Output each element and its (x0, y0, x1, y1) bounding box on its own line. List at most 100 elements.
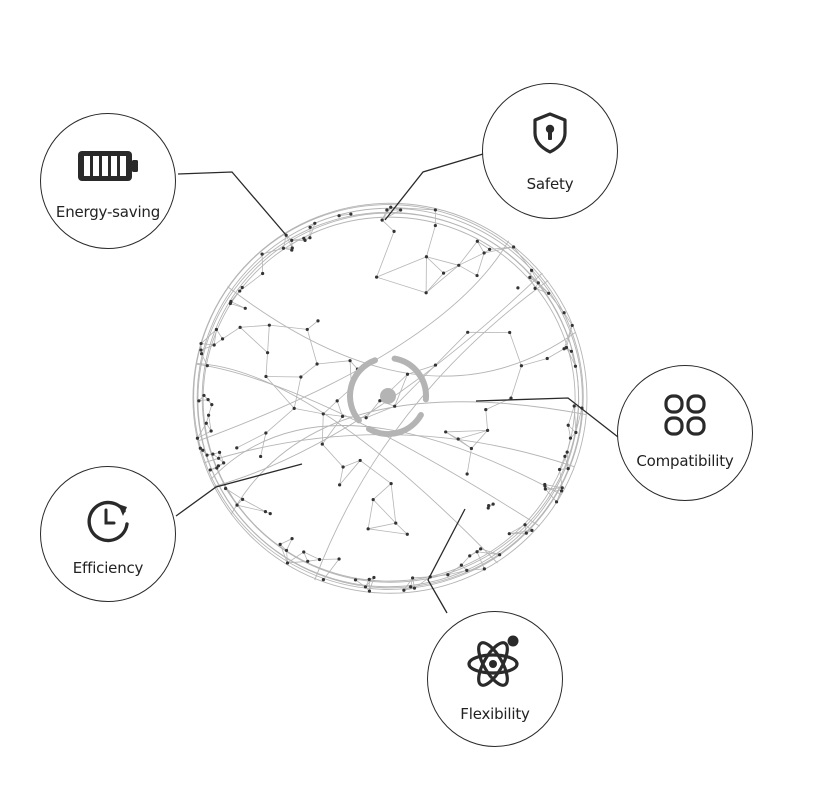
globe-arc (195, 363, 540, 527)
globe-edge (566, 347, 576, 367)
globe-edge (309, 223, 316, 238)
globe-node (292, 406, 296, 410)
globe-node (523, 523, 527, 527)
globe-ring (193, 204, 584, 590)
globe-node (235, 446, 239, 450)
globe-edge (339, 466, 344, 485)
globe-node (364, 416, 368, 420)
globe-node (243, 306, 247, 310)
globe-node (399, 208, 403, 212)
globe-node (317, 557, 322, 562)
globe-edge (430, 574, 448, 578)
globe-node (482, 567, 486, 571)
globe-edge (403, 577, 413, 591)
globe-node (487, 503, 491, 508)
globe-node (405, 532, 409, 536)
wireframe-globe (192, 202, 588, 594)
globe-edge (286, 550, 288, 563)
globe-edge (376, 256, 427, 278)
globe-node (573, 364, 578, 368)
globe-node (465, 472, 469, 476)
four-squares-icon (664, 394, 706, 436)
globe-edge (547, 348, 565, 359)
globe-node (238, 289, 242, 293)
globe-node (479, 547, 483, 551)
globe-node (536, 281, 540, 285)
globe-node (238, 325, 242, 329)
globe-edge (230, 301, 246, 309)
globe-edge (403, 587, 415, 591)
globe-edge (216, 329, 223, 340)
globe-node (290, 537, 294, 541)
globe-node (475, 550, 479, 554)
globe-node (424, 255, 429, 259)
globe-edge (323, 413, 343, 417)
globe-edge (261, 254, 264, 274)
globe-node (444, 430, 448, 434)
globe-edge (267, 325, 270, 353)
globe-node (557, 467, 562, 472)
globe-node (240, 285, 244, 290)
globe-node (424, 291, 428, 295)
globe-edge (381, 219, 395, 232)
energy-saving-node: Energy-saving (40, 113, 176, 249)
globe-edge (300, 363, 318, 378)
efficiency-node: Efficiency (40, 466, 176, 602)
globe-node (508, 330, 512, 335)
logo-dot (380, 388, 396, 404)
globe-edge (381, 206, 392, 221)
globe-edge (509, 524, 526, 535)
globe-edge (567, 425, 571, 439)
globe-node (204, 421, 208, 425)
globe-arc (213, 272, 543, 487)
globe-edge (323, 400, 338, 415)
globe-node (367, 577, 371, 581)
efficiency-label: Efficiency (72, 559, 144, 577)
globe-edge (323, 558, 340, 580)
globe-node (216, 464, 221, 468)
globe-edge (285, 235, 293, 249)
globe-ring (202, 216, 576, 582)
globe-edge (435, 332, 468, 366)
globe-edge (484, 246, 514, 254)
globe-node (199, 348, 203, 352)
globe-edge (222, 326, 241, 340)
globe-node (259, 454, 263, 459)
globe-node (409, 585, 413, 589)
globe-node (302, 236, 306, 240)
globe-node (229, 299, 233, 304)
connector-efficiency (175, 463, 303, 517)
globe-arc (314, 280, 549, 581)
globe-edge (407, 364, 436, 375)
compatibility-label: Compatibility (636, 452, 734, 470)
globe-edge (213, 338, 223, 346)
shield-lock-icon (533, 112, 567, 154)
globe-edge (240, 324, 270, 328)
globe-node (284, 548, 289, 553)
globe-node (235, 503, 239, 507)
globe-node (278, 542, 282, 546)
globe-node (290, 246, 294, 250)
globe-node (572, 404, 576, 408)
logo-arc (347, 357, 379, 424)
globe-edge (287, 551, 304, 564)
globe-edge (425, 265, 460, 294)
globe-node (209, 429, 213, 433)
globe-node (393, 404, 397, 408)
globe-edge (381, 209, 401, 221)
globe-node (302, 550, 306, 554)
globe-edge (564, 456, 569, 469)
globe-node (371, 497, 375, 502)
globe-node (214, 327, 218, 332)
globe-node (299, 375, 303, 379)
globe-node (316, 319, 320, 323)
globe-edge (567, 405, 575, 426)
globe-node (374, 275, 379, 279)
globe-edge (563, 312, 573, 326)
globe-node (335, 399, 339, 403)
globe-node (402, 588, 406, 592)
globe-node (366, 527, 370, 531)
globe-node (530, 268, 534, 272)
globe-edge (489, 246, 514, 250)
globe-edge (461, 555, 471, 566)
